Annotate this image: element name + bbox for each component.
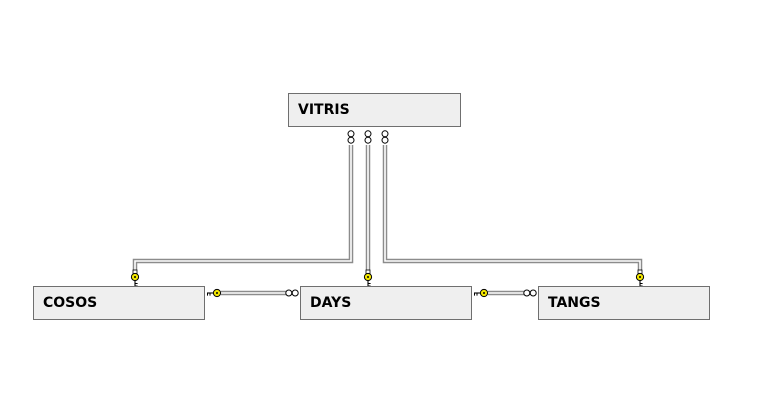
table-tangs[interactable]: TANGS	[538, 286, 710, 320]
relationship-vitris-cosos[interactable]	[130, 130, 355, 288]
table-vitris[interactable]: VITRIS	[288, 93, 461, 127]
infinity-icon	[364, 130, 372, 144]
infinity-icon	[285, 289, 299, 297]
infinity-icon	[523, 289, 537, 297]
key-icon	[635, 269, 645, 288]
key-icon	[363, 269, 373, 288]
infinity-icon	[347, 130, 355, 144]
infinity-icon	[381, 130, 389, 144]
relationship-vitris-tangs[interactable]	[381, 130, 645, 288]
key-icon	[130, 269, 140, 288]
table-days[interactable]: DAYS	[300, 286, 472, 320]
table-cosos[interactable]: COSOS	[33, 286, 205, 320]
table-name: TANGS	[548, 295, 601, 311]
relationship-days-tangs[interactable]	[473, 288, 537, 298]
key-icon	[473, 288, 489, 298]
relationship-vitris-days[interactable]	[363, 130, 373, 288]
relationship-cosos-days[interactable]	[206, 288, 299, 298]
table-name: COSOS	[43, 295, 98, 311]
table-name: VITRIS	[298, 102, 350, 118]
table-name: DAYS	[310, 295, 352, 311]
key-icon	[206, 288, 222, 298]
